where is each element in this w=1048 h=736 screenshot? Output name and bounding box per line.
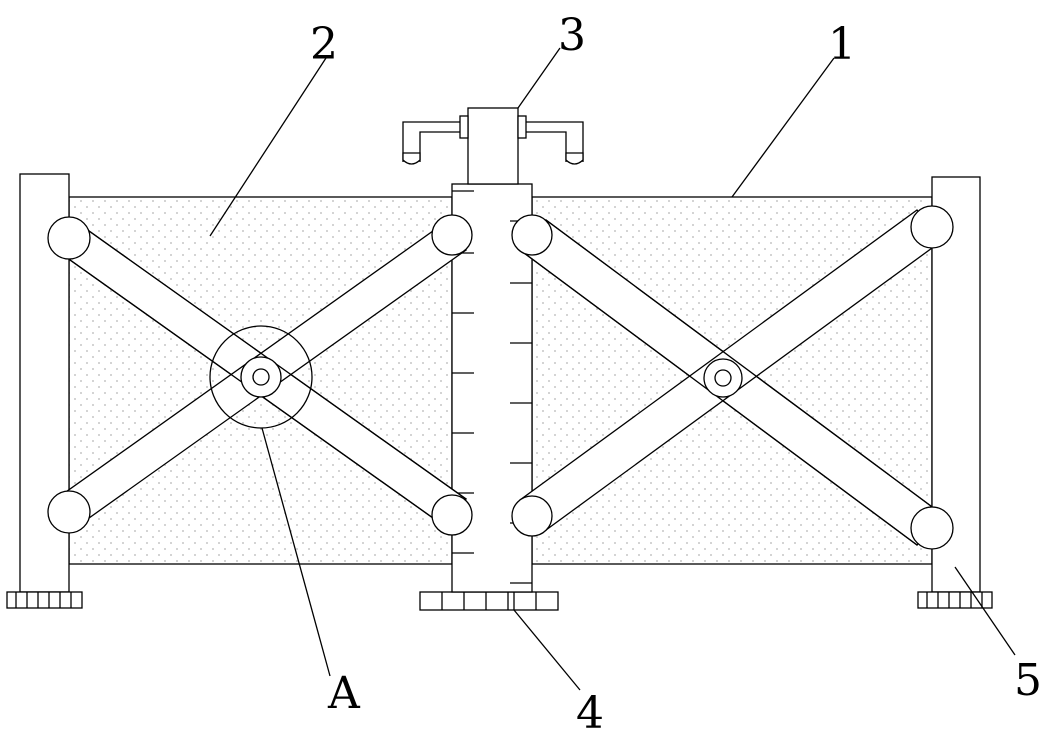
leader-a <box>261 427 331 677</box>
joint-left-bottom <box>47 490 91 534</box>
left-base <box>6 591 83 609</box>
joint-right-bottom <box>910 506 954 550</box>
leader-2 <box>209 57 327 237</box>
right-hub-pin <box>714 369 732 387</box>
leader-3 <box>517 47 561 109</box>
leader-1 <box>731 57 835 198</box>
label-2: 2 <box>310 19 338 70</box>
label-1: 1 <box>828 19 856 70</box>
joint-center-left-bottom <box>431 494 473 536</box>
label-4: 4 <box>576 688 604 736</box>
leader-4 <box>513 609 581 691</box>
left-hub-pin <box>252 368 270 386</box>
detail-circle-a <box>209 325 313 429</box>
label-a: A <box>327 668 361 719</box>
handle-assembly <box>402 107 584 185</box>
right-base <box>917 591 993 609</box>
joint-center-right-bottom <box>511 495 553 537</box>
center-base <box>419 591 559 611</box>
joint-center-left-top <box>431 214 473 256</box>
label-3: 3 <box>558 10 586 61</box>
leader-5 <box>954 566 1016 656</box>
joint-left-top <box>47 216 91 260</box>
joint-right-top <box>910 205 954 249</box>
label-5: 5 <box>1014 655 1042 706</box>
joint-center-right-top <box>511 214 553 256</box>
